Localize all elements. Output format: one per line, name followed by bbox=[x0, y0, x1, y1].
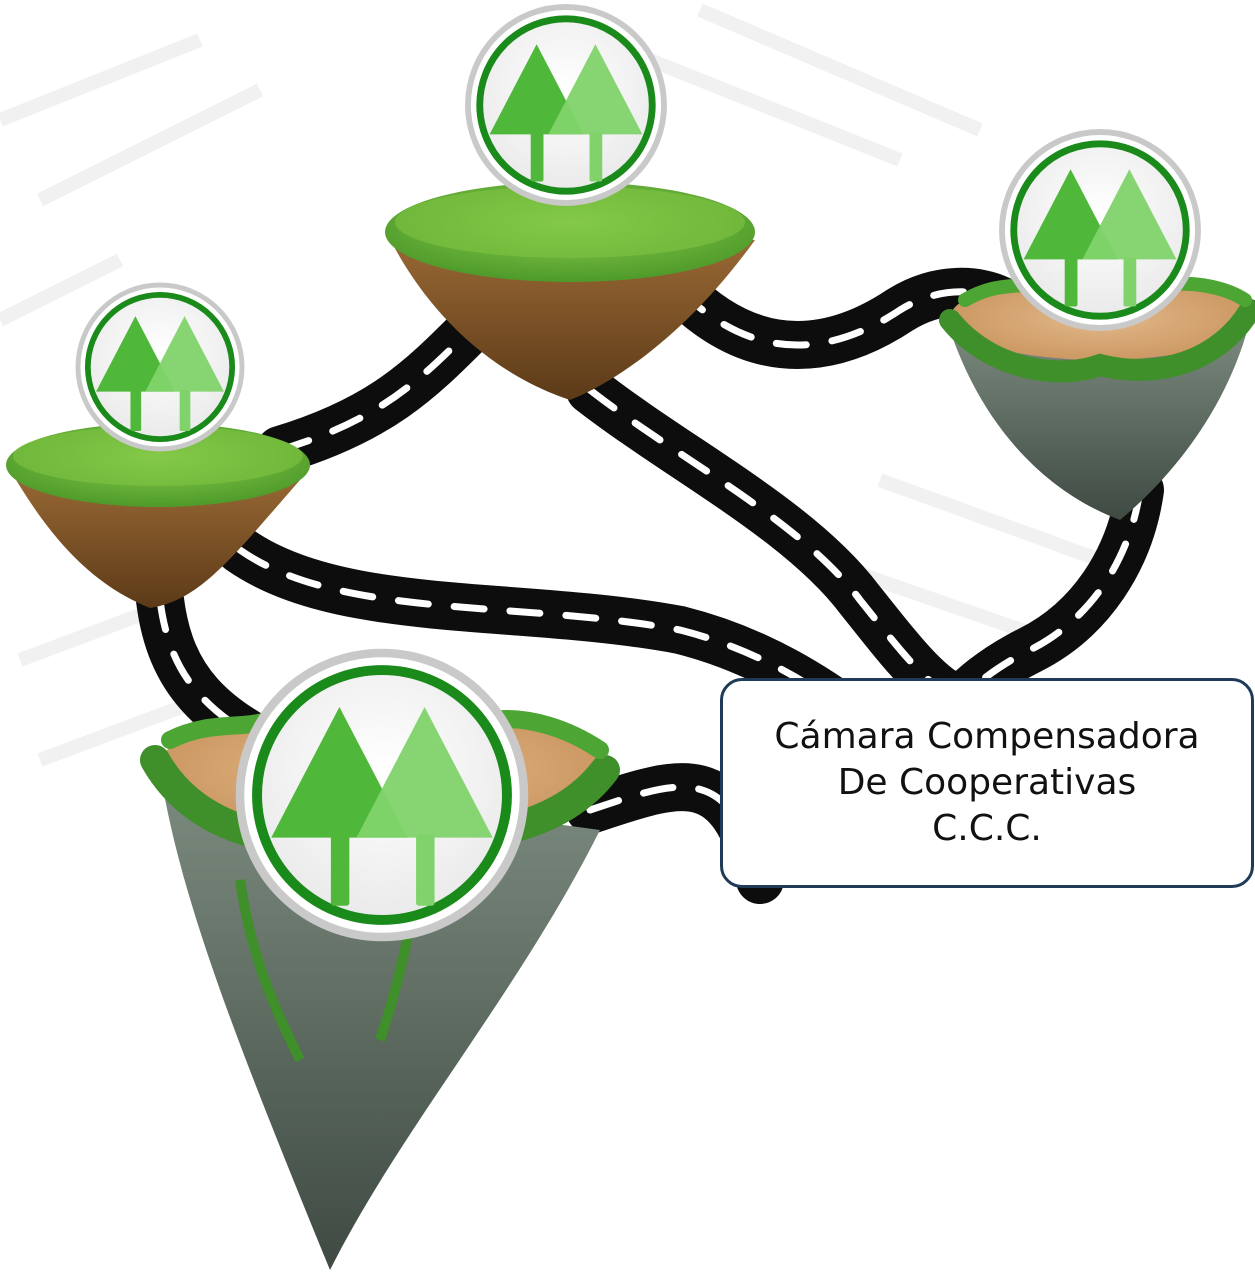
twin-trees-icon bbox=[240, 653, 524, 937]
island-top-left bbox=[6, 423, 310, 608]
twin-trees-icon bbox=[78, 285, 242, 449]
label-line-3: C.C.C. bbox=[932, 808, 1042, 849]
road-left-to-center bbox=[256, 306, 494, 474]
twin-trees-icon bbox=[1002, 132, 1198, 328]
island-top-center bbox=[385, 182, 755, 400]
background-pattern bbox=[0, 3, 1103, 767]
twin-trees-icon bbox=[468, 7, 664, 203]
cooperative-label-box: Cámara Compensadora De Cooperativas C.C.… bbox=[720, 678, 1254, 888]
label-line-2: De Cooperativas bbox=[837, 762, 1137, 803]
label-line-1: Cámara Compensadora bbox=[774, 716, 1200, 757]
